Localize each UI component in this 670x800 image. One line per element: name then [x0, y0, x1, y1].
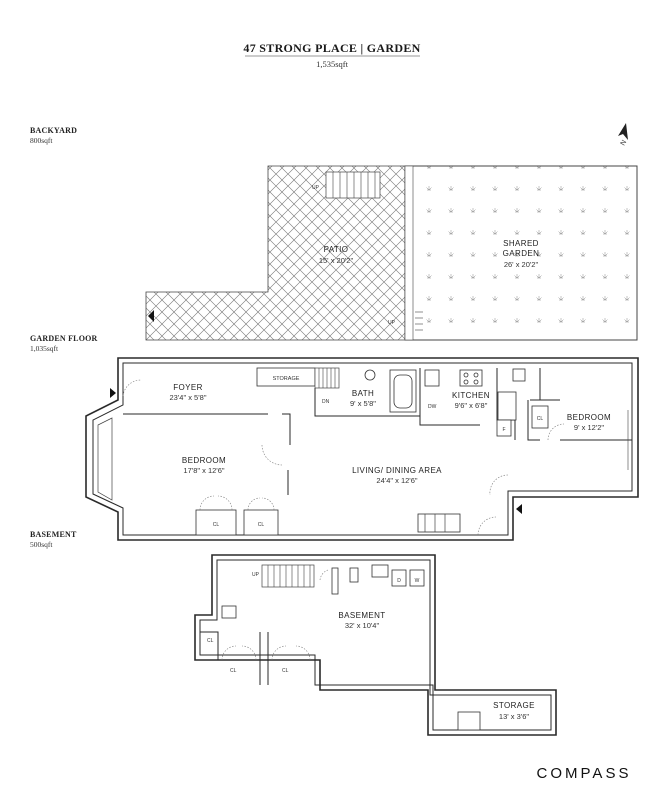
basement-plan: UP D W CL CL CL BASEMENT 32' x 10'4" STO…	[194, 554, 557, 736]
foyer-dims: 23'4" x 5'8"	[170, 393, 207, 402]
front-bedroom-name: BEDROOM	[182, 456, 226, 465]
kitchen-name: KITCHEN	[452, 391, 490, 400]
bath-name: BATH	[352, 389, 374, 398]
front-closet-1	[195, 509, 237, 536]
backyard-area: 800sqft	[30, 136, 53, 145]
basement-closet-2-label: CL	[230, 668, 237, 674]
brand-logo: COMPASS	[537, 765, 632, 782]
living-name: LIVING/ DINING AREA	[352, 466, 442, 475]
patio-up-marker: UP	[312, 185, 320, 191]
rear-bedroom-name: BEDROOM	[567, 413, 611, 422]
patio-entry-arrow-icon	[148, 310, 154, 322]
rear-bedroom-dims: 9' x 12'2"	[574, 423, 604, 432]
garden-floor-plan: CL CL STORAGE DN BATH 9' x 5'8" DW KITCH…	[85, 357, 639, 541]
rear-closet	[531, 405, 549, 429]
storage-bsmt-dims: 13' x 3'6"	[499, 712, 529, 721]
kitchen-stove	[459, 369, 483, 387]
basement-closet-1-label: CL	[207, 638, 214, 644]
patio-stairs	[325, 171, 381, 199]
front-closet-2-label: CL	[258, 522, 265, 528]
basement-dims: 32' x 10'4"	[345, 621, 380, 630]
bath-dims: 9' x 5'8"	[350, 399, 376, 408]
bath-sink	[364, 369, 376, 381]
shared-garden-area	[404, 165, 638, 341]
basement-closet-3-label: CL	[282, 668, 289, 674]
patio-dims: 15' x 20'2"	[319, 256, 354, 265]
living-entry-arrow-icon	[516, 504, 522, 514]
foyer-name: FOYER	[173, 383, 203, 392]
storage-gf-name: STORAGE	[273, 376, 300, 382]
garden-floor-area: 1,035sqft	[30, 344, 59, 353]
dryer	[391, 569, 407, 587]
basement-section-label: BASEMENT	[30, 530, 77, 539]
dryer-marker: D	[397, 578, 401, 584]
kitchen-sink	[424, 369, 440, 387]
basement-up-marker: UP	[252, 572, 260, 578]
washer	[409, 569, 425, 587]
basement-stairs	[261, 564, 315, 588]
shared-garden-name-1: SHARED	[503, 239, 539, 248]
front-bedroom-dims: 17'8" x 12'6"	[183, 466, 224, 475]
north-label: N	[620, 139, 629, 147]
shared-garden-name-2: GARDEN	[503, 249, 540, 258]
toilet	[512, 368, 526, 382]
washer-marker: W	[415, 578, 420, 584]
patio-name: PATIO	[324, 245, 349, 254]
garden-floor-label: GARDEN FLOOR	[30, 334, 98, 343]
storage-bsmt-name: STORAGE	[493, 701, 535, 710]
page-subtitle: 1,535sqft	[316, 59, 349, 69]
foyer-entry-arrow-icon	[110, 388, 116, 398]
backyard-label: BACKYARD	[30, 126, 77, 135]
north-arrow-icon: N	[618, 123, 628, 147]
kitchen-counter	[497, 391, 517, 421]
stair-dn-marker: DN	[322, 399, 330, 405]
dishwasher-marker: DW	[428, 404, 437, 410]
basement-name: BASEMENT	[338, 611, 385, 620]
fridge-marker: F	[502, 427, 505, 433]
basement-section-area: 500sqft	[30, 540, 53, 549]
front-closet-1-label: CL	[213, 522, 220, 528]
page-title: 47 STRONG PLACE | GARDEN	[243, 41, 420, 55]
backyard-plan: UP PATIO 15' x 20'2" SHARED GARDEN 26' x…	[145, 165, 638, 341]
front-closet-2	[243, 509, 279, 536]
living-dims: 24'4" x 12'6"	[376, 476, 417, 485]
shared-garden-dims: 26' x 20'2"	[504, 260, 539, 269]
rear-closet-label: CL	[537, 416, 544, 422]
kitchen-dims: 9'6" x 6'8"	[455, 401, 488, 410]
living-radiator	[417, 513, 461, 533]
utility-sink	[371, 564, 389, 578]
garden-up-marker: UP	[388, 320, 396, 326]
refrigerator	[496, 419, 512, 437]
